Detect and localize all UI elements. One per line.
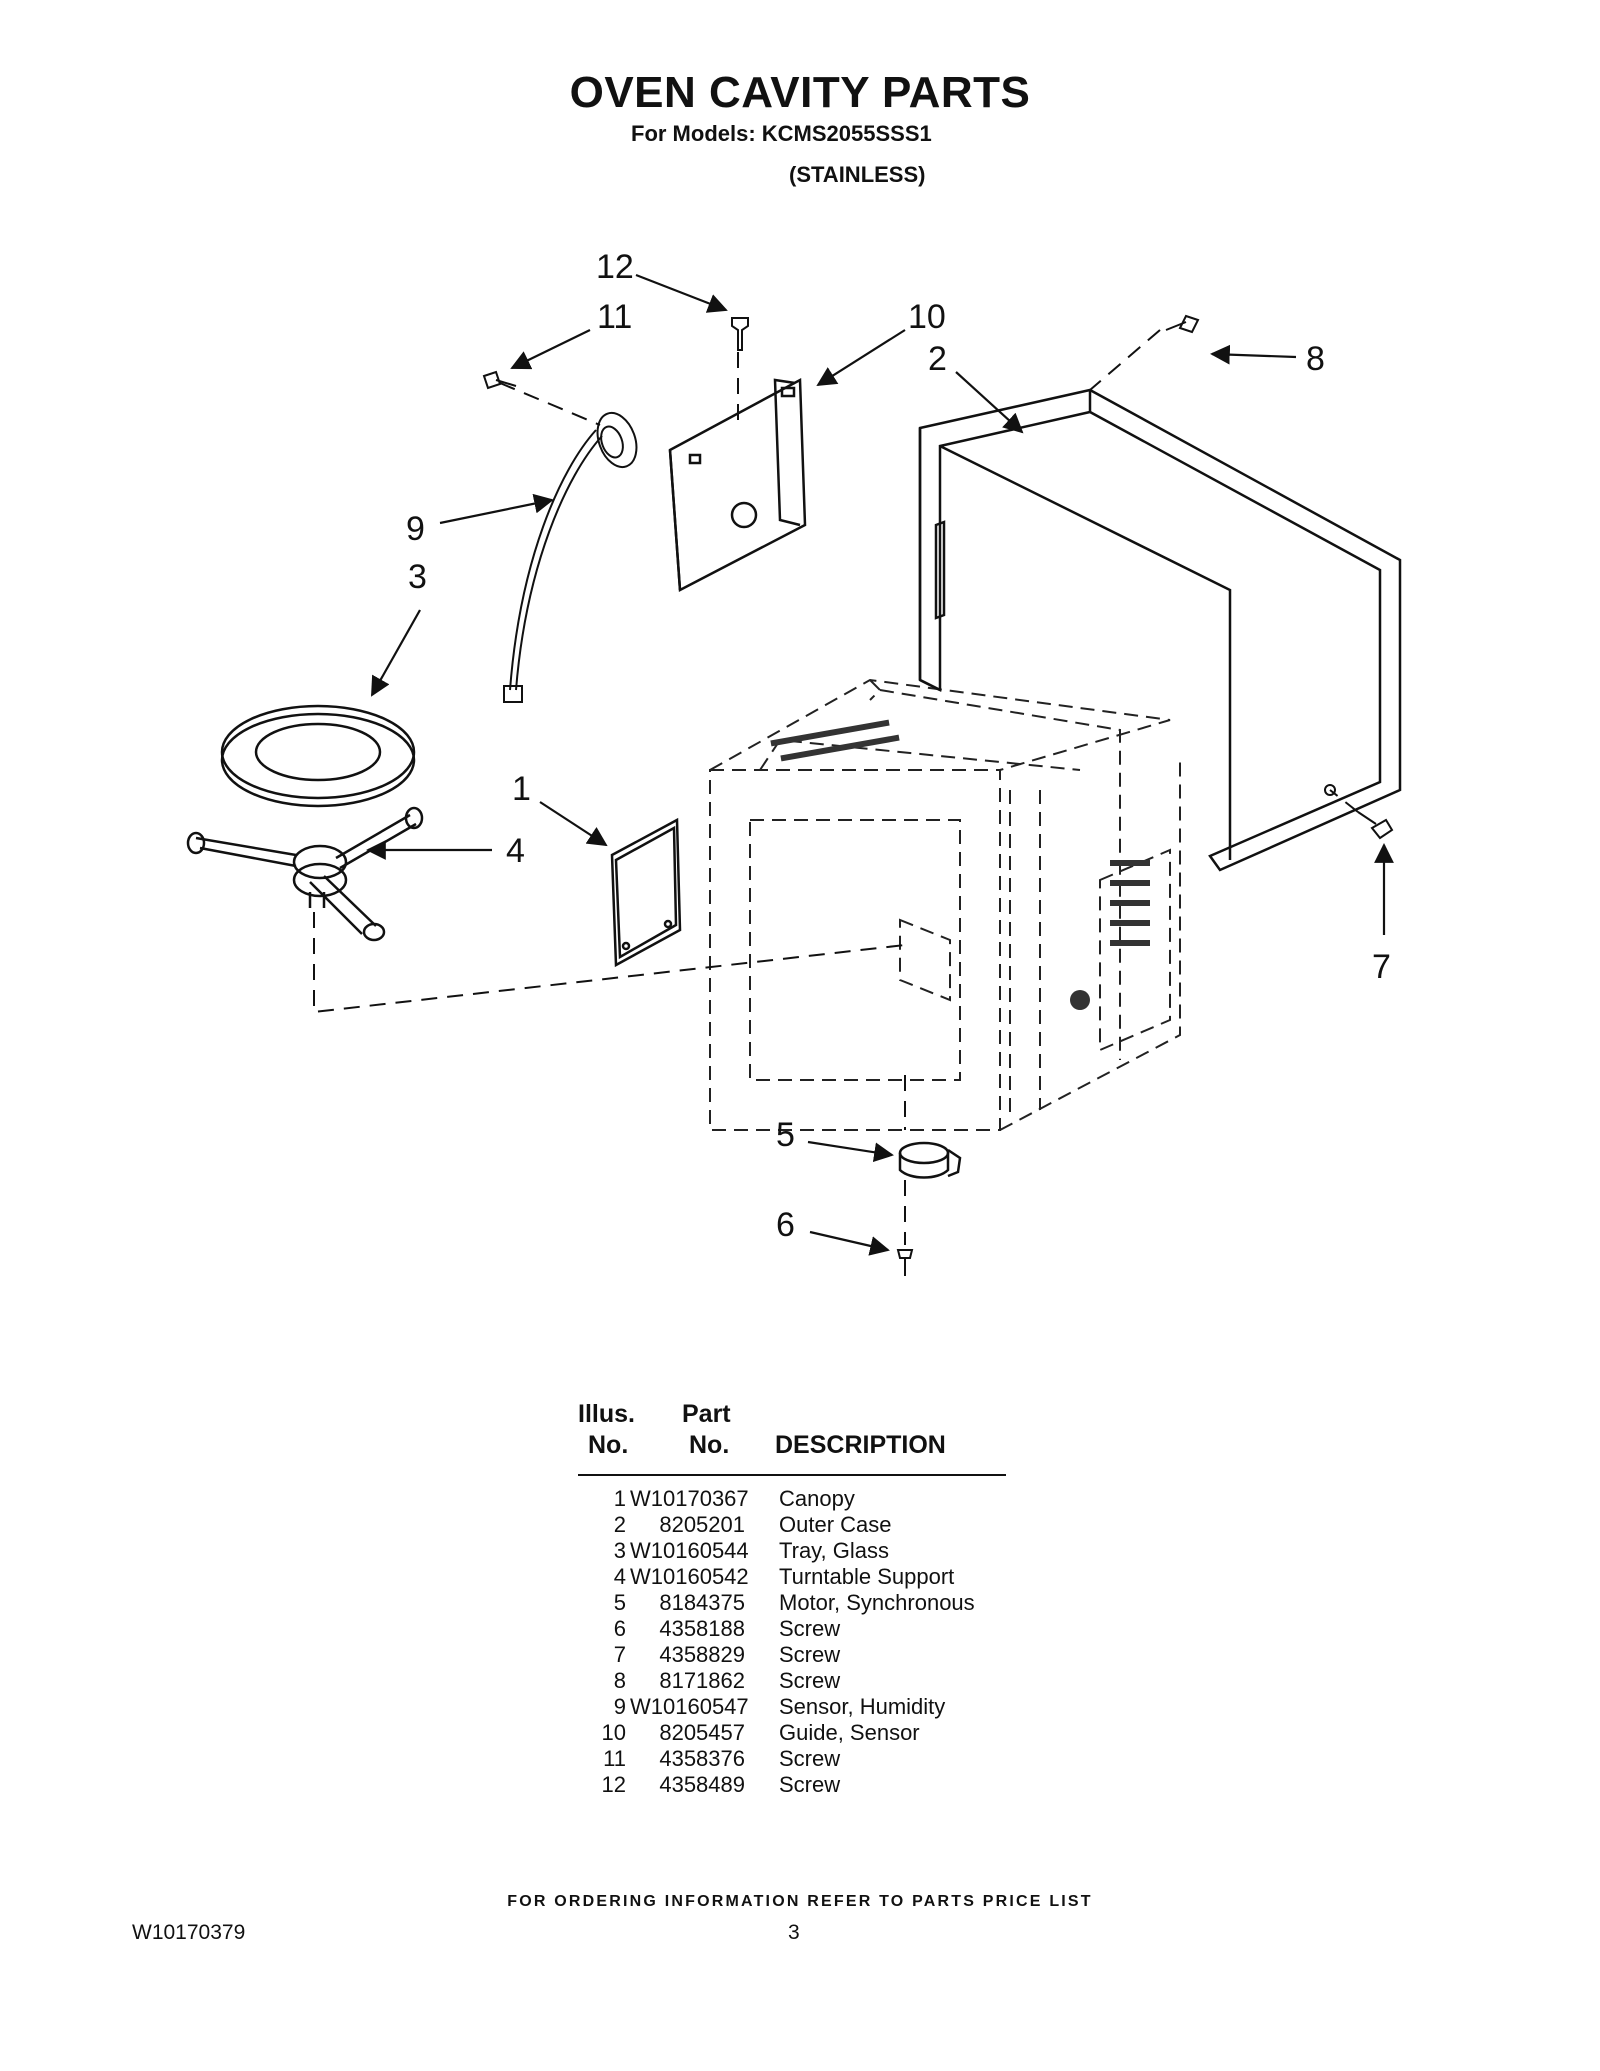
illus-no: 8 — [613, 1668, 626, 1693]
callout-4: 4 — [506, 832, 525, 870]
leader-arrows — [366, 273, 1394, 1256]
sensor-guide — [668, 377, 807, 592]
part-description: Tray, Glass — [779, 1538, 890, 1563]
table-row: 10 8205457 Guide, Sensor — [578, 1720, 1018, 1746]
page-title: OVEN CAVITY PARTS — [569, 68, 1031, 117]
callout-1: 1 — [512, 770, 531, 808]
table-row: 8 8171862 Screw — [578, 1668, 1018, 1694]
part-description: Turntable Support — [779, 1564, 955, 1589]
turntable-support — [186, 806, 424, 942]
part-description: Motor, Synchronous — [779, 1590, 975, 1615]
illus-no: 5 — [613, 1590, 626, 1615]
motor-synchronous — [898, 1141, 962, 1179]
illus-no: 12 — [601, 1772, 626, 1797]
part-description: Screw — [779, 1746, 841, 1771]
part-description: Screw — [779, 1668, 841, 1693]
oven-cavity-wireframe — [709, 678, 1181, 1131]
callout-2: 2 — [928, 340, 947, 378]
table-row: 4 W10160542 Turntable Support — [578, 1564, 1018, 1590]
table-row: 11 4358376 Screw — [578, 1746, 1018, 1772]
callout-9: 9 — [406, 510, 425, 548]
part-no: 8184375 — [659, 1590, 745, 1615]
part-no: W10170367 — [630, 1486, 749, 1511]
part-no: 4358188 — [659, 1616, 745, 1641]
canopy — [610, 817, 682, 968]
callout-3: 3 — [408, 558, 427, 596]
part-description: Outer Case — [779, 1512, 892, 1537]
header-illus: Illus. — [578, 1400, 635, 1428]
outer-case — [918, 388, 1402, 872]
part-no: 8205201 — [659, 1512, 745, 1537]
header-illus-no: No. — [588, 1431, 629, 1459]
part-description: Screw — [779, 1772, 841, 1797]
humidity-sensor — [503, 411, 638, 703]
screw-6 — [896, 1249, 914, 1276]
part-no: W10160547 — [630, 1694, 749, 1719]
part-no: 4358829 — [659, 1642, 745, 1667]
table-row: 2 8205201 Outer Case — [578, 1512, 1018, 1538]
page-number: 3 — [788, 1921, 800, 1944]
header-rule — [578, 1474, 1006, 1476]
models-line: For Models: KCMS2055SSS1 — [631, 121, 932, 146]
callout-6: 6 — [776, 1206, 795, 1244]
illus-no: 7 — [613, 1642, 626, 1667]
oven-cavity-vents — [770, 719, 1150, 1010]
part-description: Screw — [779, 1642, 841, 1667]
table-row: 9 W10160547 Sensor, Humidity — [578, 1694, 1018, 1720]
table-row: 5 8184375 Motor, Synchronous — [578, 1590, 1018, 1616]
illus-no: 10 — [601, 1720, 626, 1745]
table-row: 3 W10160544 Tray, Glass — [578, 1538, 1018, 1564]
screw-11 — [482, 370, 517, 390]
header-description: DESCRIPTION — [775, 1431, 946, 1459]
screws — [482, 314, 1394, 1276]
finish-line: (STAINLESS) — [789, 162, 926, 187]
table-row: 12 4358489 Screw — [578, 1772, 1018, 1798]
part-no: 4358376 — [659, 1746, 745, 1771]
part-no: W10160544 — [630, 1538, 749, 1563]
illus-no: 2 — [613, 1512, 626, 1537]
callout-11: 11 — [597, 298, 632, 336]
callout-12: 12 — [596, 248, 634, 286]
table-row: 6 4358188 Screw — [578, 1616, 1018, 1642]
part-description: Screw — [779, 1616, 841, 1641]
table-row: 7 4358829 Screw — [578, 1642, 1018, 1668]
assembly-lines — [313, 329, 1359, 1245]
part-no: 8205457 — [659, 1720, 745, 1745]
illus-no: 4 — [613, 1564, 626, 1589]
part-description: Guide, Sensor — [779, 1720, 920, 1745]
illus-no: 1 — [613, 1486, 626, 1511]
illus-no: 3 — [613, 1538, 626, 1563]
header-part: Part — [682, 1400, 731, 1428]
callout-7: 7 — [1372, 948, 1391, 986]
illus-no: 11 — [603, 1746, 626, 1771]
screw-8 — [1165, 314, 1200, 334]
illus-no: 6 — [613, 1616, 626, 1641]
part-description: Sensor, Humidity — [779, 1694, 946, 1719]
document-number: W10170379 — [132, 1921, 246, 1944]
part-description: Canopy — [779, 1486, 855, 1511]
screw-12 — [731, 317, 749, 351]
glass-tray — [220, 704, 416, 808]
callout-5: 5 — [776, 1116, 795, 1154]
part-no: 8171862 — [659, 1668, 745, 1693]
part-no: 4358489 — [659, 1772, 745, 1797]
illus-no: 9 — [613, 1694, 626, 1719]
callout-10: 10 — [908, 298, 946, 336]
ordering-note: FOR ORDERING INFORMATION REFER TO PARTS … — [507, 1893, 1093, 1910]
header-part-no: No. — [689, 1431, 730, 1459]
table-row: 1 W10170367 Canopy — [578, 1486, 1018, 1512]
screw-7 — [1357, 811, 1394, 840]
callout-8: 8 — [1306, 340, 1325, 378]
part-no: W10160542 — [630, 1564, 749, 1589]
outer-case-screw-hole — [1324, 784, 1336, 796]
exploded-parts-diagram: 12 11 10 2 8 9 3 1 4 7 5 6 — [186, 248, 1402, 1276]
